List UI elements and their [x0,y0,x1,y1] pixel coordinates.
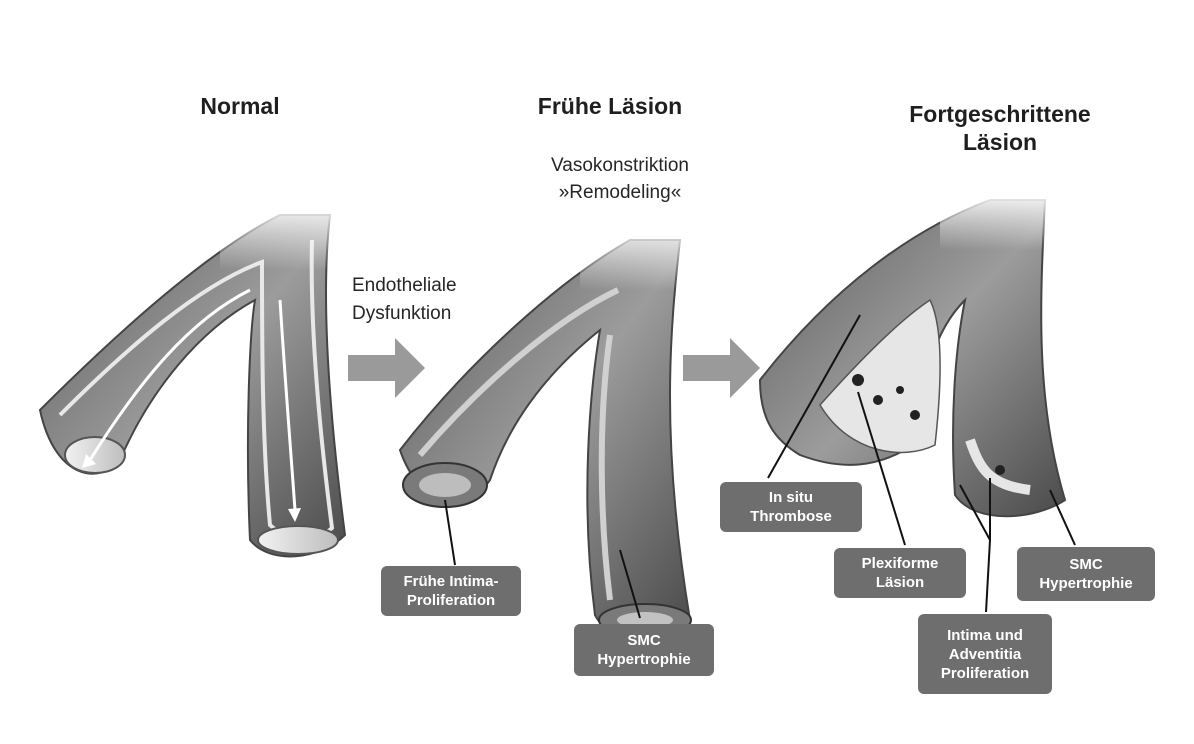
stage-title-early-lesion: Frühe Läsion [505,92,715,120]
transition-arrow-2 [683,338,760,398]
early-lesion-subtitle: Vasokonstriktion »Remodeling« [520,152,720,206]
transition-caption: Endotheliale Dysfunktion [352,272,522,328]
stage-title-advanced-lesion: Fortgeschrittene Läsion [880,100,1120,156]
label-early-intima-proliferation: Frühe Intima- Proliferation [381,566,521,616]
advanced-lesion-vessel [760,190,1065,516]
label-intima-adventitia-proliferation: Intima und Adventitia Proliferation [918,614,1052,694]
label-in-situ-thrombose: In situ Thrombose [720,482,862,532]
stage-title-normal: Normal [150,92,330,120]
label-smc-hypertrophie-advanced: SMC Hypertrophie [1017,547,1155,601]
label-plexiforme-laesion: Plexiforme Läsion [834,548,966,598]
normal-vessel [40,200,360,556]
label-smc-hypertrophie-early: SMC Hypertrophie [574,624,714,676]
transition-arrow-1 [348,338,425,398]
